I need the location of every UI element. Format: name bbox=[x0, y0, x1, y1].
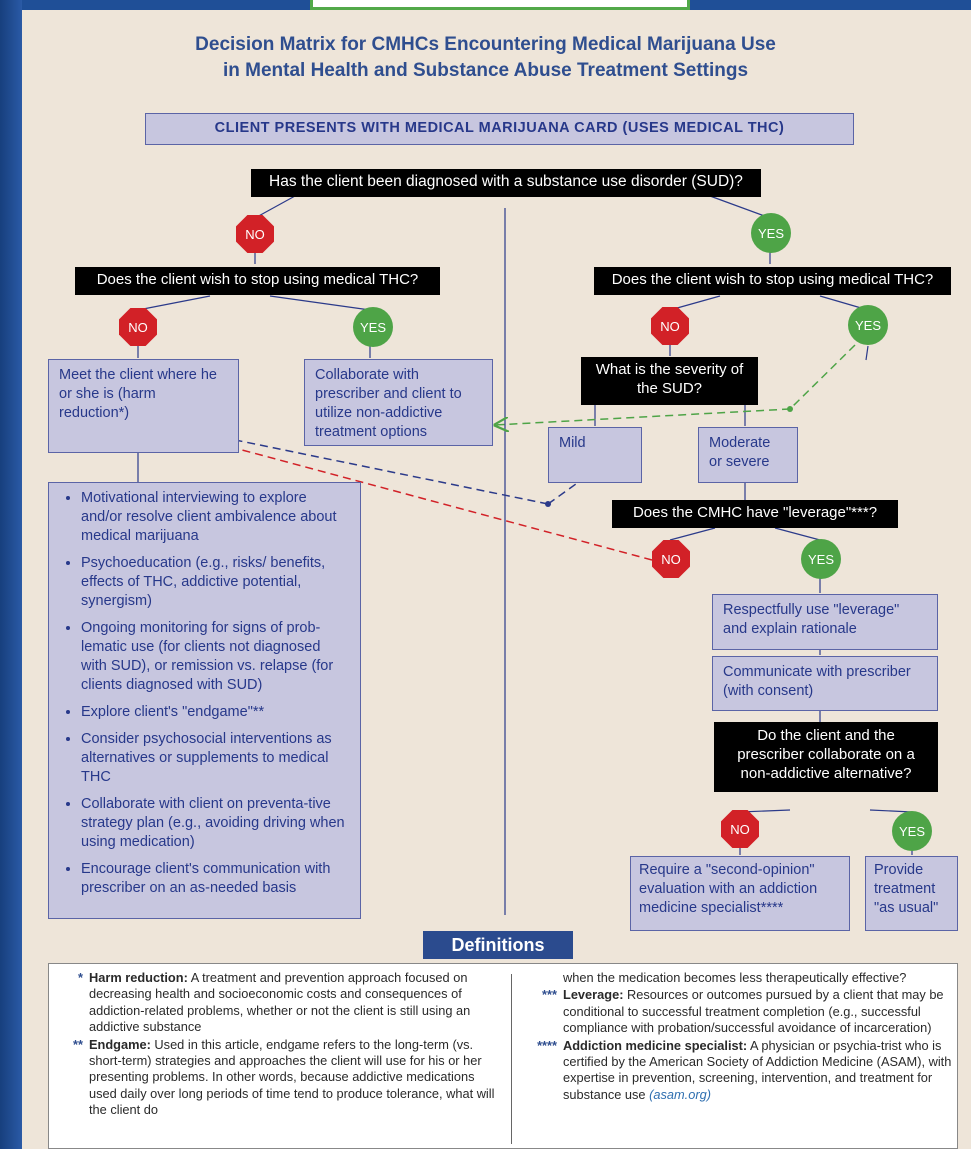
yes-circle-leverage: YES bbox=[801, 539, 841, 579]
no-stop-sign-sud: NO bbox=[236, 215, 274, 253]
definition-leverage: *** Leverage: Resources or outcomes purs… bbox=[523, 987, 953, 1036]
definition-endgame: ** Endgame: Used in this article, endgam… bbox=[49, 1037, 501, 1119]
strategy-item: Motivational interviewing to explore and… bbox=[81, 489, 350, 546]
harm-reduction-box: Meet the client where he or she is (harm… bbox=[48, 359, 239, 453]
asam-link[interactable]: (asam.org) bbox=[649, 1086, 711, 1102]
definition-text: Resources or outcomes pursued by a clien… bbox=[563, 987, 944, 1036]
leverage-question: Does the CMHC have "leverage"***? bbox=[612, 500, 898, 528]
diagram-title-line1: Decision Matrix for CMHCs Encountering M… bbox=[195, 34, 776, 55]
definition-text: Used in this article, endgame refers to … bbox=[89, 1036, 495, 1118]
definition-text: A physician or psychia-trist who is cert… bbox=[563, 1037, 952, 1102]
yes-circle-sud: YES bbox=[751, 213, 791, 253]
communicate-prescriber-box: Communicate with prescriber (with consen… bbox=[712, 656, 938, 711]
no-stop-sign-right: NO bbox=[651, 307, 689, 345]
strategy-item: Encourage client's communication with pr… bbox=[81, 860, 350, 898]
strategy-item: Explore client's "endgame"** bbox=[81, 703, 350, 722]
yes-circle-right: YES bbox=[848, 305, 888, 345]
definitions-left-column: * Harm reduction: A treatment and preven… bbox=[49, 970, 501, 1120]
second-opinion-box: Require a "second-opinion" evaluation wi… bbox=[630, 856, 850, 931]
definitions-heading: Definitions bbox=[423, 931, 573, 959]
collaborate-prescriber-box: Collaborate with prescriber and client t… bbox=[304, 359, 493, 446]
sud-question: Has the client been diagnosed with a sub… bbox=[251, 169, 761, 197]
top-tab bbox=[310, 0, 690, 10]
right-stop-question: Does the client wish to stop using medic… bbox=[594, 267, 951, 295]
definition-endgame-continued: when the medication becomes less therape… bbox=[563, 970, 907, 985]
yes-circle-left: YES bbox=[353, 307, 393, 347]
definition-harm-reduction: * Harm reduction: A treatment and preven… bbox=[49, 970, 501, 1036]
strategy-item: Consider psychosocial interventions as a… bbox=[81, 730, 350, 787]
footnote-marker: ** bbox=[73, 1036, 83, 1052]
left-stop-question: Does the client wish to stop using medic… bbox=[75, 267, 440, 295]
definition-text: A treatment and prevention approach focu… bbox=[89, 970, 471, 1035]
definitions-box: * Harm reduction: A treatment and preven… bbox=[48, 963, 958, 1149]
severity-question: What is the severity of the SUD? bbox=[581, 357, 758, 405]
moderate-severe-box: Moderate or severe bbox=[698, 427, 798, 483]
definition-term: Leverage: bbox=[563, 987, 624, 1003]
definition-term: Addiction medicine specialist: bbox=[563, 1037, 748, 1053]
strategy-item: Ongoing monitoring for signs of prob-lem… bbox=[81, 619, 350, 695]
mild-box: Mild bbox=[548, 427, 642, 483]
footnote-marker: * bbox=[78, 970, 83, 985]
use-leverage-box: Respectfully use "leverage" and explain … bbox=[712, 594, 938, 650]
no-stop-sign-collaborate: NO bbox=[721, 810, 759, 848]
strategy-item: Collaborate with client on preventa-tive… bbox=[81, 795, 350, 852]
no-stop-sign-leverage: NO bbox=[652, 540, 690, 578]
definition-term: Endgame: bbox=[89, 1036, 151, 1052]
footnote-marker: *** bbox=[542, 987, 557, 1003]
definition-addiction-specialist: **** Addiction medicine specialist: A ph… bbox=[523, 1038, 953, 1104]
definition-term: Harm reduction: bbox=[89, 970, 188, 985]
definitions-divider bbox=[511, 974, 512, 1144]
diagram-title-line2: in Mental Health and Substance Abuse Tre… bbox=[222, 60, 749, 81]
client-presents-banner: CLIENT PRESENTS WITH MEDICAL MARIJUANA C… bbox=[145, 113, 854, 145]
definitions-right-column: when the medication becomes less therape… bbox=[523, 970, 953, 1104]
treatment-as-usual-box: Provide treatment "as usual" bbox=[865, 856, 958, 931]
strategy-item: Psychoeducation (e.g., risks/ benefits, … bbox=[81, 554, 350, 611]
no-stop-sign-left: NO bbox=[119, 308, 157, 346]
footnote-marker: **** bbox=[537, 1037, 557, 1053]
yes-circle-collaborate: YES bbox=[892, 811, 932, 851]
collaborate-question: Do the client and the prescriber collabo… bbox=[714, 722, 938, 792]
strategies-list-box: Motivational interviewing to explore and… bbox=[48, 482, 361, 919]
left-edge-strip bbox=[0, 0, 22, 1149]
